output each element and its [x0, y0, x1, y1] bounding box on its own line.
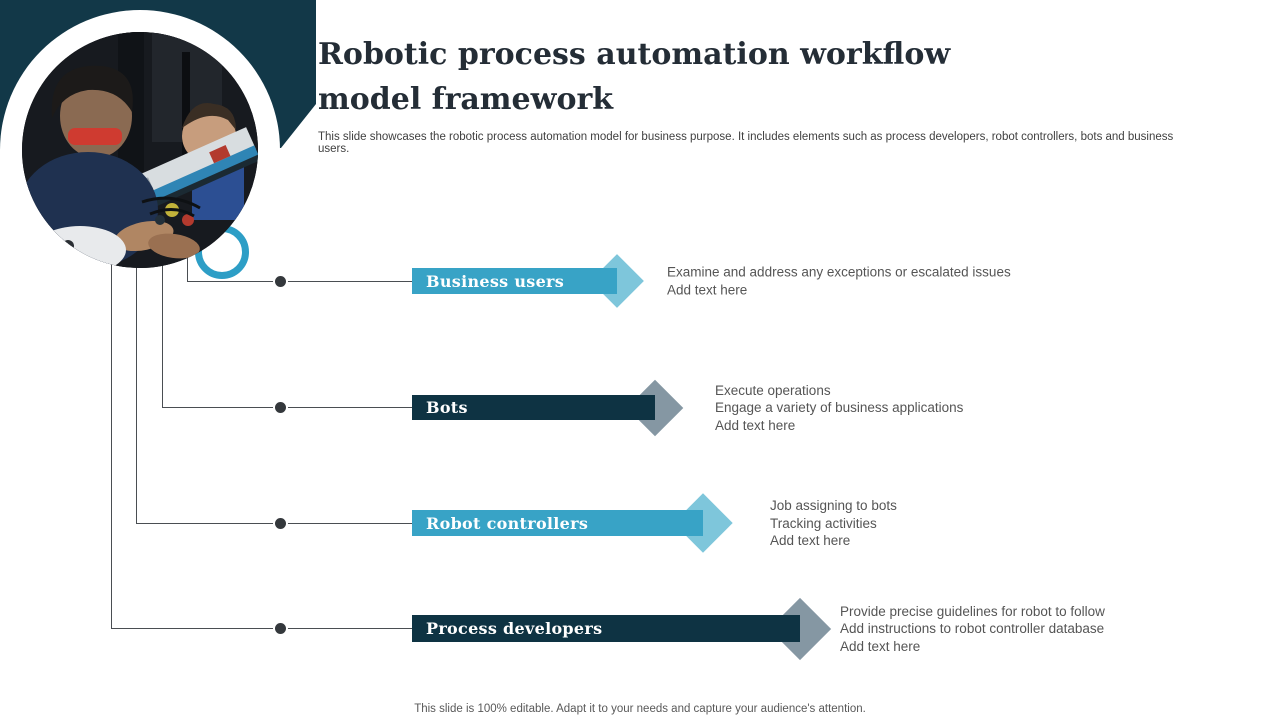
footer-note: This slide is 100% editable. Adapt it to…	[414, 703, 866, 715]
description-line: Engage a variety of business application…	[715, 399, 964, 415]
workflow-banner: Business users	[412, 268, 617, 294]
connector-line	[111, 628, 412, 629]
banner-label: Process developers	[426, 619, 603, 638]
slide-subtitle: This slide showcases the robotic process…	[318, 131, 1174, 155]
description-line: Execute operations	[715, 382, 831, 398]
description-line: Add text here	[770, 532, 851, 548]
banner-label: Bots	[426, 398, 468, 417]
description-line: Add text here	[667, 282, 748, 297]
robotics-photo	[22, 32, 258, 268]
banner-description: Examine and address any exceptions or es…	[667, 264, 1011, 299]
banner-label: Robot controllers	[426, 513, 589, 533]
banner-description: Provide precise guidelines for robot to …	[840, 602, 1105, 655]
connector-dot-icon	[272, 400, 288, 415]
connector-line	[162, 248, 163, 408]
workflow-banner: Robot controllers	[412, 510, 703, 536]
description-line: Add text here	[840, 638, 921, 654]
connector-line	[187, 248, 188, 281]
description-line: Provide precise guidelines for robot to …	[840, 603, 1105, 619]
connector-line	[187, 280, 412, 282]
connector-line	[111, 248, 112, 629]
banner-label: Business users	[426, 271, 565, 291]
workflow-banner: Bots	[412, 395, 655, 420]
workflow-banner: Process developers	[412, 615, 800, 642]
description-line: Examine and address any exceptions or es…	[667, 264, 1011, 280]
description-line: Add text here	[715, 417, 796, 433]
connector-dot-icon	[272, 515, 288, 531]
page-title: Robotic process automation workflow mode…	[318, 37, 951, 117]
connector-dot-icon	[272, 273, 288, 289]
connector-dot-icon	[272, 621, 288, 636]
description-line: Job assigning to bots	[770, 497, 897, 513]
connector-line	[136, 248, 137, 523]
description-line: Tracking activities	[770, 515, 877, 531]
description-line: Add instructions to robot controller dat…	[840, 620, 1105, 636]
robotics-photo-art	[22, 32, 258, 268]
